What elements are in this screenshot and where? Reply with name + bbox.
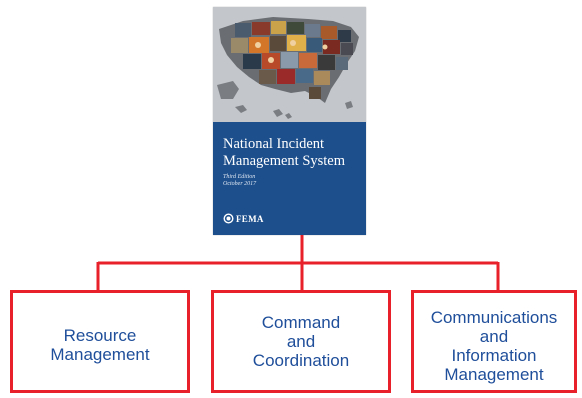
resource-management-box: Resource Management (10, 290, 190, 393)
communications-and-information-management-box: Communications and Information Managemen… (411, 290, 577, 393)
command-and-coordination-box: Command and Coordination (211, 290, 391, 393)
cover-date: October 2017 (223, 181, 257, 187)
dhs-seal-icon (223, 213, 234, 224)
cover-title-panel: National Incident Management System Thir… (213, 122, 366, 235)
nims-book-cover: National Incident Management System Thir… (213, 7, 366, 235)
us-map-photo-collage (213, 7, 366, 122)
fema-wordmark: FEMA (236, 214, 264, 224)
cover-edition: Third Edition (223, 174, 256, 180)
cover-title: National Incident Management System (223, 136, 346, 169)
